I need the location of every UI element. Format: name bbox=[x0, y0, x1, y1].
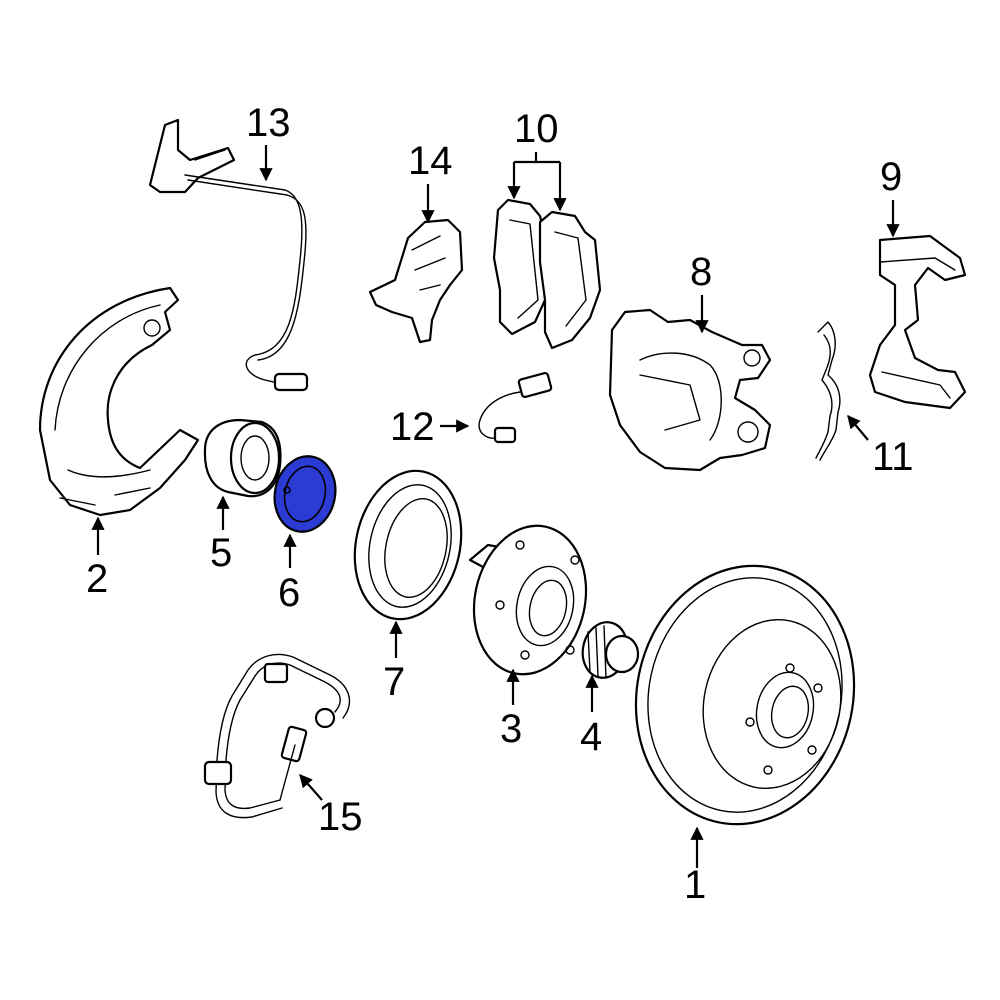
callout-11: 11 bbox=[847, 414, 914, 479]
part-2-splash-shield[interactable] bbox=[38, 286, 200, 517]
part-13-abs-sensor[interactable] bbox=[148, 118, 309, 392]
callout-7-label: 7 bbox=[383, 660, 405, 704]
callout-2-label: 2 bbox=[86, 557, 108, 601]
callout-6: 6 bbox=[278, 533, 300, 615]
callout-12: 12 bbox=[390, 405, 470, 449]
callout-1: 1 bbox=[684, 826, 706, 907]
part-14-pad-bracket[interactable] bbox=[368, 218, 464, 344]
callout-14: 14 bbox=[408, 139, 453, 224]
callout-12-label: 12 bbox=[390, 405, 435, 449]
part-10-brake-pads[interactable] bbox=[492, 198, 602, 350]
part-1-brake-rotor[interactable] bbox=[612, 545, 877, 844]
callout-4: 4 bbox=[580, 674, 602, 759]
callout-14-label: 14 bbox=[408, 139, 453, 183]
part-3-wheel-hub[interactable] bbox=[461, 515, 600, 685]
callout-11-label: 11 bbox=[872, 435, 914, 479]
callout-13-label: 13 bbox=[246, 101, 291, 145]
callout-13: 13 bbox=[246, 101, 291, 182]
callout-15-label: 15 bbox=[318, 795, 363, 839]
callout-8: 8 bbox=[690, 250, 712, 334]
part-9-caliper-carrier[interactable] bbox=[868, 234, 967, 410]
part-8-caliper[interactable] bbox=[608, 308, 772, 472]
callout-3: 3 bbox=[500, 668, 522, 751]
part-7-reluctor-ring[interactable] bbox=[342, 461, 475, 629]
callout-7: 7 bbox=[383, 620, 405, 704]
callout-2: 2 bbox=[86, 516, 108, 601]
callout-9-label: 9 bbox=[880, 155, 902, 199]
callout-9: 9 bbox=[880, 155, 902, 238]
callout-3-label: 3 bbox=[500, 707, 522, 751]
part-4-axle-nut[interactable] bbox=[578, 618, 640, 682]
callout-5: 5 bbox=[210, 495, 232, 575]
callout-4-label: 4 bbox=[580, 715, 602, 759]
callout-8-label: 8 bbox=[690, 250, 712, 294]
callout-1-label: 1 bbox=[684, 863, 706, 907]
callout-15: 15 bbox=[299, 774, 363, 839]
callout-10: 10 bbox=[507, 107, 567, 212]
part-12-wear-sensor[interactable] bbox=[478, 371, 553, 444]
part-6-seal-highlighted[interactable] bbox=[268, 451, 342, 538]
part-11-anti-rattle-spring[interactable] bbox=[815, 321, 841, 461]
part-5-wheel-bearing[interactable] bbox=[203, 418, 282, 498]
part-15-abs-cable[interactable] bbox=[203, 653, 351, 819]
callout-10-label: 10 bbox=[514, 107, 559, 151]
callout-5-label: 5 bbox=[210, 531, 232, 575]
callout-6-label: 6 bbox=[278, 571, 300, 615]
